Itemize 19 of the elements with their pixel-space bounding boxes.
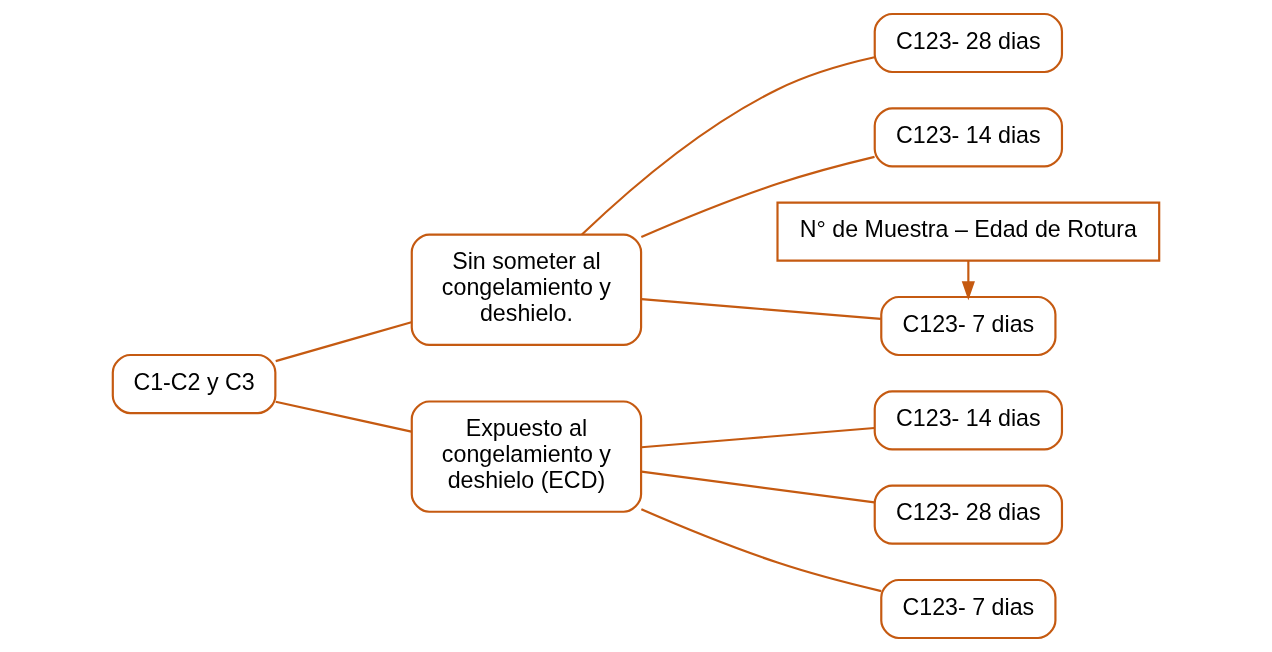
connector bbox=[275, 321, 412, 363]
connector bbox=[641, 298, 881, 320]
node-box: Sin someter al congelamiento y deshielo. bbox=[410, 233, 643, 346]
node-box: Expuesto al congelamiento y deshielo (ECD) bbox=[410, 400, 643, 513]
node-box: C123- 14 dias bbox=[873, 390, 1064, 451]
node-box: C123- 28 dias bbox=[873, 12, 1064, 74]
node-box: C123- 14 dias bbox=[873, 107, 1064, 168]
node-box: C123- 7 dias bbox=[880, 295, 1057, 357]
node-box: N° de Muestra – Edad de Rotura bbox=[776, 201, 1161, 262]
connector bbox=[640, 155, 875, 238]
node-box: C1-C2 y C3 bbox=[111, 353, 277, 415]
connector bbox=[581, 56, 875, 236]
node-box: C123- 7 dias bbox=[880, 578, 1057, 640]
connector bbox=[641, 470, 875, 504]
connector bbox=[641, 426, 875, 449]
arrow bbox=[961, 260, 975, 301]
connector bbox=[275, 400, 412, 433]
connector bbox=[640, 508, 882, 593]
node-box: C123- 28 dias bbox=[873, 484, 1064, 545]
